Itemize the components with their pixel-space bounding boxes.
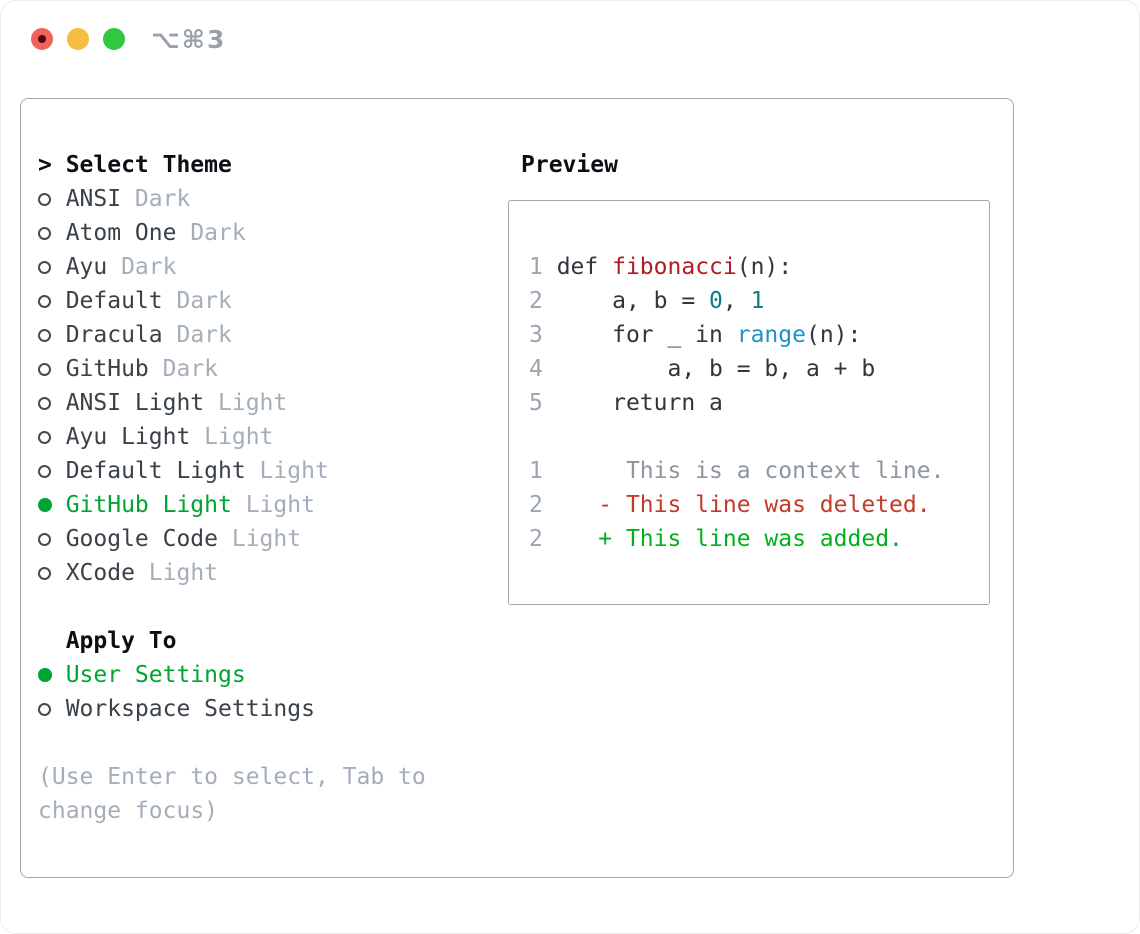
titlebar: ⌥⌘3 — [1, 1, 1139, 77]
radio-unselected-icon — [38, 702, 66, 716]
apply-option-label: User Settings — [65, 662, 246, 688]
maximize-button[interactable] — [103, 28, 125, 50]
theme-option-default-dark[interactable]: Default Dark — [38, 284, 458, 318]
theme-name: Ayu — [65, 254, 108, 280]
theme-variant-label: Light — [134, 560, 219, 586]
theme-name: Default Light — [65, 458, 246, 484]
apply-option-label: Workspace Settings — [65, 696, 315, 722]
code-line-1: 1 def fibonacci(n): — [529, 254, 793, 280]
theme-variant-label: Dark — [176, 220, 246, 246]
apply-option-workspace-settings[interactable]: Workspace Settings — [38, 692, 458, 726]
theme-variant-label: Dark — [162, 288, 232, 314]
window-title: ⌥⌘3 — [151, 25, 227, 54]
theme-option-ansi-light-light[interactable]: ANSI Light Light — [38, 386, 458, 420]
radio-selected-icon — [38, 668, 66, 682]
theme-variant-label: Light — [218, 526, 302, 552]
close-button[interactable] — [31, 28, 53, 50]
theme-option-atom-one-dark[interactable]: Atom One Dark — [38, 216, 458, 250]
keyboard-hint: (Use Enter to select, Tab to change focu… — [38, 764, 426, 824]
code-line-2: 2 a, b = 0, 1 — [529, 288, 765, 314]
radio-unselected-icon — [38, 260, 66, 274]
code-line-3: 3 for _ in range(n): — [529, 322, 862, 348]
theme-option-ansi-dark[interactable]: ANSI Dark — [38, 182, 458, 216]
theme-name: Atom One — [65, 220, 177, 246]
apply-to-header: Apply To — [38, 624, 458, 658]
theme-name: XCode — [65, 560, 135, 586]
unsaved-indicator-dot — [38, 35, 46, 43]
theme-name: Default — [65, 288, 163, 314]
theme-variant-label: Dark — [121, 186, 191, 212]
radio-unselected-icon — [38, 328, 66, 342]
theme-name: ANSI Light — [65, 390, 205, 416]
theme-name: Google Code — [65, 526, 219, 552]
radio-unselected-icon — [38, 226, 66, 240]
theme-option-ayu-dark[interactable]: Ayu Dark — [38, 250, 458, 284]
theme-option-default-light-light[interactable]: Default Light Light — [38, 454, 458, 488]
theme-option-github-dark[interactable]: GitHub Dark — [38, 352, 458, 386]
theme-variant-label: Dark — [162, 322, 232, 348]
preview-column: Preview 1 def fibonacci(n): 2 a, b = 0, 1… — [500, 148, 990, 605]
apply-option-user-settings[interactable]: User Settings — [38, 658, 458, 692]
apply-to-title: Apply To — [65, 628, 177, 654]
code-line-4: 4 a, b = b, a + b — [529, 356, 876, 382]
radio-unselected-icon — [38, 396, 66, 410]
theme-variant-label: Light — [245, 458, 329, 484]
radio-unselected-icon — [38, 464, 66, 478]
select-theme-header: > Select Theme — [38, 148, 458, 182]
theme-option-xcode-light[interactable]: XCode Light — [38, 556, 458, 590]
minimize-button[interactable] — [67, 28, 89, 50]
theme-name: Dracula — [65, 322, 163, 348]
theme-variant-label: Dark — [148, 356, 219, 382]
theme-option-github-light-light[interactable]: GitHub Light Light — [38, 488, 458, 522]
theme-name: Ayu Light — [65, 424, 191, 450]
radio-unselected-icon — [38, 362, 66, 376]
radio-selected-icon — [38, 498, 66, 512]
theme-name: GitHub Light — [65, 492, 232, 518]
theme-variant-label: Light — [190, 424, 274, 450]
theme-option-google-code-light[interactable]: Google Code Light — [38, 522, 458, 556]
theme-option-ayu-light-light[interactable]: Ayu Light Light — [38, 420, 458, 454]
radio-unselected-icon — [38, 430, 66, 444]
radio-unselected-icon — [38, 192, 66, 206]
theme-variant-label: Dark — [107, 254, 177, 280]
theme-variant-label: Light — [204, 390, 288, 416]
prompt-caret-icon: > — [38, 152, 52, 178]
radio-unselected-icon — [38, 532, 66, 546]
radio-unselected-icon — [38, 294, 66, 308]
code-line-5: 5 return a — [529, 390, 723, 416]
theme-variant-label: Light — [231, 492, 315, 518]
diff-added-line: 2 + This line was added. — [529, 526, 903, 552]
blank-line — [529, 420, 989, 454]
select-theme-title: Select Theme — [65, 152, 232, 178]
radio-unselected-icon — [38, 566, 66, 580]
diff-deleted-line: 2 - This line was deleted. — [529, 492, 931, 518]
theme-name: GitHub — [65, 356, 149, 382]
preview-box: 1 def fibonacci(n): 2 a, b = 0, 1 3 for _ … — [508, 200, 990, 605]
theme-name: ANSI — [65, 186, 122, 212]
code-preview: 1 def fibonacci(n): 2 a, b = 0, 1 3 for _ … — [509, 201, 989, 556]
diff-context-line: 1 This is a context line. — [529, 458, 945, 484]
preview-title: Preview — [521, 152, 618, 178]
theme-option-dracula-dark[interactable]: Dracula Dark — [38, 318, 458, 352]
